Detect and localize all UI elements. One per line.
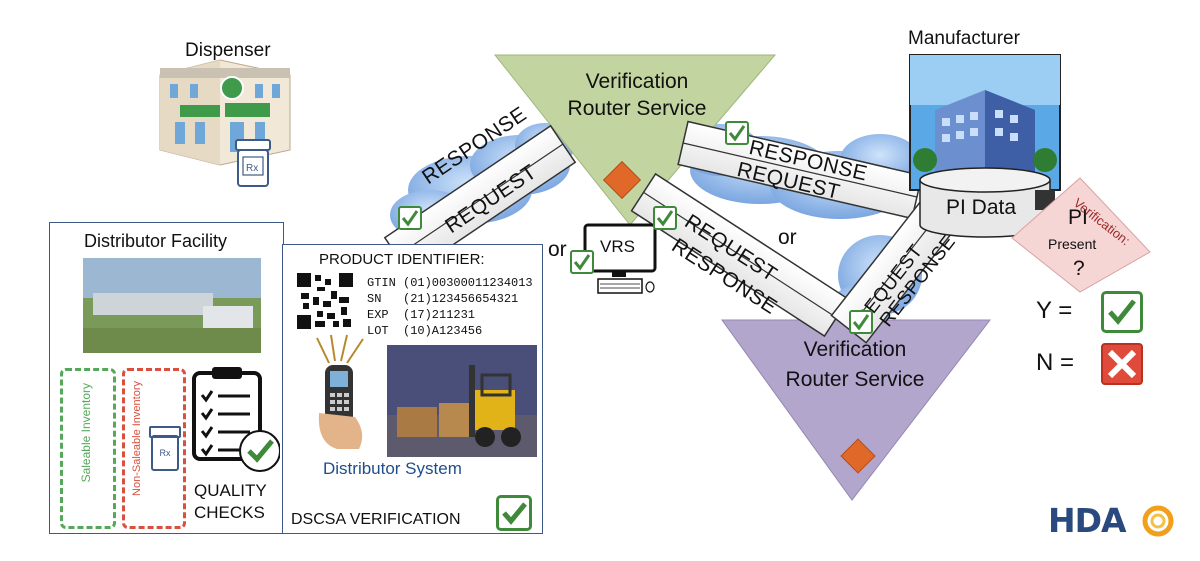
middle-check-icon <box>653 206 677 230</box>
top-right-check-icon <box>725 121 749 145</box>
yes-label: Y = <box>1036 297 1073 324</box>
or-mid-label: or <box>778 226 797 249</box>
distributor-system-panel: PRODUCT IDENTIFIER: GTIN(01)003000112340… <box>282 244 543 534</box>
dispenser-building-image <box>159 59 291 166</box>
pi-present-line1: PI <box>1068 206 1088 229</box>
yes-check-icon <box>1101 291 1143 333</box>
rx-bottle-dispenser-icon: Rx <box>235 139 271 187</box>
or-left-label: or <box>548 238 567 261</box>
quality-checks-line1: QUALITY <box>194 481 267 500</box>
vrs-bottom-line1: Verification <box>803 338 907 361</box>
quality-clipboard-icon <box>192 367 280 472</box>
pi-data-label: PI Data <box>946 196 1017 219</box>
pipe-left <box>383 124 577 276</box>
product-identifier-data: GTIN(01)00300011234013 SN(21)12345665432… <box>367 275 533 339</box>
no-label: N = <box>1036 349 1075 376</box>
hda-logo-text: HDA <box>1048 501 1127 540</box>
dscsa-check-icon <box>496 495 532 531</box>
saleable-inventory-area: Saleable Inventory <box>60 368 116 529</box>
product-qr-code <box>297 273 353 329</box>
barcode-scanner-icon <box>316 334 364 449</box>
verification-diamond <box>1011 177 1151 293</box>
pipe-top-right <box>677 120 923 220</box>
product-identifier-title: PRODUCT IDENTIFIER: <box>319 251 485 268</box>
svg-text:Rx: Rx <box>246 163 258 174</box>
vrs-bottom-line2: Router Service <box>785 368 925 391</box>
manufacturer-label: Manufacturer <box>908 28 1020 49</box>
distributor-facility-photo <box>83 258 261 353</box>
warehouse-forklift-image <box>387 345 537 457</box>
quality-checks-line2: CHECKS <box>194 503 265 522</box>
pi-present-line2: Present <box>1048 236 1097 252</box>
dscsa-verification-label: DSCSA VERIFICATION <box>291 511 461 528</box>
vrs-top-diamond <box>602 160 642 200</box>
distributor-facility-panel: Distributor Facility Saleable Inventory … <box>49 222 284 534</box>
pi-row-lot: LOT(10)A123456 <box>367 324 483 338</box>
saleable-inventory-label: Saleable Inventory <box>79 383 93 483</box>
dispenser-label: Dispenser <box>185 40 271 61</box>
pi-row-sn: SN(21)123456654321 <box>367 292 519 306</box>
pi-row-gtin: GTIN(01)00300011234013 <box>367 276 533 290</box>
vrs-computer-icon <box>583 223 657 294</box>
pi-row-exp: EXP(17)211231 <box>367 308 476 322</box>
pi-present-line3: ? <box>1073 257 1085 280</box>
manufacturer-building-image <box>909 54 1061 191</box>
no-x-icon <box>1101 343 1143 385</box>
vrs-computer-check-icon <box>570 250 594 274</box>
bottom-right-check-icon <box>849 310 873 334</box>
vrs-top-line2: Router Service <box>567 97 707 120</box>
vrs-computer-label: VRS <box>600 237 635 256</box>
hda-logo-mark <box>1142 505 1174 537</box>
distributor-system-label: Distributor System <box>323 459 462 478</box>
rx-bottle-icon: Rx <box>151 435 179 471</box>
distributor-facility-label: Distributor Facility <box>84 231 228 251</box>
vrs-top-line1: Verification <box>585 70 689 93</box>
rx-bottle-cap <box>149 426 181 438</box>
non-saleable-inventory-area: Non-Saleable Inventory Rx <box>122 368 186 529</box>
pi-data-database <box>919 167 1051 238</box>
left-arrow-check-icon <box>398 206 422 230</box>
non-saleable-inventory-label: Non-Saleable Inventory <box>131 381 143 496</box>
vrs-bottom-diamond <box>840 438 876 474</box>
